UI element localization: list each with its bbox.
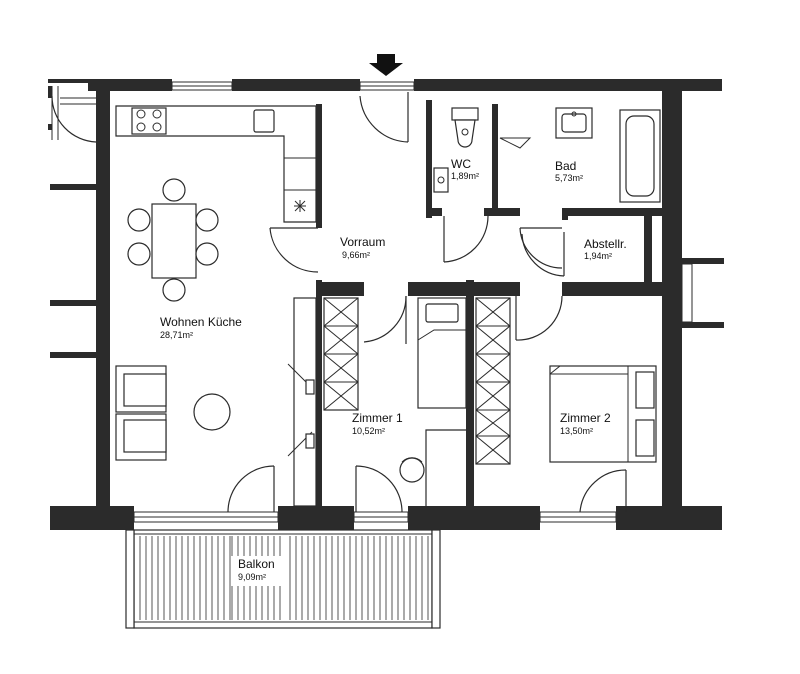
- balcony: [125, 529, 441, 629]
- lounge-furniture: [115, 365, 231, 461]
- interior-walls: [316, 100, 662, 506]
- room-name-wohnen: Wohnen Küche: [160, 315, 242, 329]
- room-area-zimmer2: 13,50m²: [560, 426, 593, 436]
- room-area-bad: 5,73m²: [555, 173, 583, 183]
- wardrobe-living: [287, 297, 317, 507]
- room-name-vorraum: Vorraum: [340, 235, 385, 249]
- room-name-wc: WC: [451, 157, 471, 171]
- doors: [51, 92, 627, 513]
- room-area-wohnen: 28,71m²: [160, 330, 193, 340]
- room-area-zimmer1: 10,52m²: [352, 426, 385, 436]
- desk-zimmer1: [399, 429, 466, 506]
- bed-zimmer1: [417, 297, 467, 409]
- bed-zimmer2: [549, 365, 657, 463]
- room-area-wc: 1,89m²: [451, 171, 479, 181]
- balcony-railing: [139, 536, 429, 620]
- room-labels: Wohnen Küche 28,71m² Vorraum 9,66m² WC 1…: [160, 157, 627, 582]
- room-area-abstell: 1,94m²: [584, 251, 612, 261]
- left-fins: [48, 86, 96, 358]
- right-fins: [678, 258, 724, 328]
- bath-fixtures: [499, 107, 661, 203]
- windows: [60, 81, 617, 523]
- entrance-arrow-icon: [369, 54, 403, 76]
- wardrobe-zimmer2: [475, 297, 511, 465]
- room-name-abstell: Abstellr.: [584, 237, 627, 251]
- room-name-zimmer1: Zimmer 1: [352, 411, 403, 425]
- wardrobe-zimmer1: [323, 297, 359, 411]
- room-name-bad: Bad: [555, 159, 576, 173]
- room-name-zimmer2: Zimmer 2: [560, 411, 611, 425]
- extractor-icon: [294, 200, 306, 212]
- outer-walls: [48, 79, 722, 530]
- room-area-vorraum: 9,66m²: [342, 250, 370, 260]
- wc-fixtures: [433, 107, 479, 193]
- kitchen-counter: [115, 105, 317, 223]
- dining-table: [127, 178, 219, 302]
- room-name-balkon: Balkon: [238, 557, 275, 571]
- room-area-balkon: 9,09m²: [238, 572, 266, 582]
